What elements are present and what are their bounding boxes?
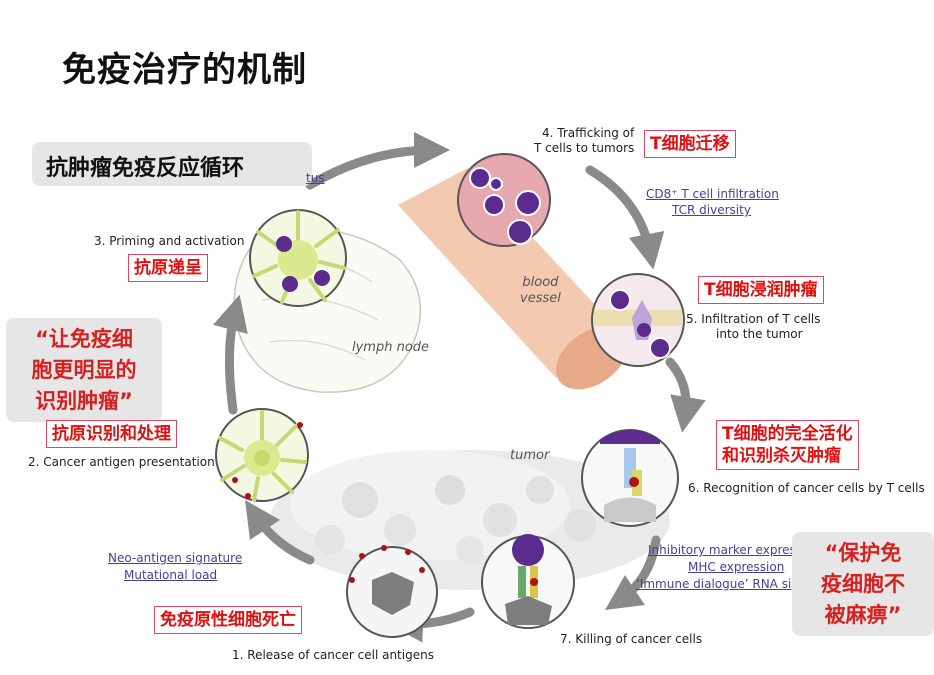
blood-vessel-label: blood vessel — [520, 275, 561, 307]
step-4-label: 4. Trafficking of T cells to tumors — [534, 126, 634, 156]
cycle-label: 抗肿瘤免疫反应循环 — [46, 156, 245, 181]
label-t-cell-infiltration: T细胞浸润肿瘤 — [698, 276, 824, 304]
step-circle-6 — [581, 429, 679, 527]
blood-vessel-label-line-2: vessel — [520, 291, 561, 306]
label-immunogenic-death: 免疫原性细胞死亡 — [154, 606, 302, 634]
note-inhibitory-marker: Inhibitory marker express — [648, 543, 803, 557]
lymph-node-label: lymph node — [352, 340, 430, 355]
blood-vessel-label-line-1: blood — [522, 275, 559, 290]
page-title: 免疫治疗的机制 — [62, 50, 307, 90]
quote-left-line-3: 识别肿瘤” — [35, 389, 133, 413]
tumor-label: tumor — [510, 448, 550, 463]
step-circle-2 — [215, 408, 309, 502]
step-5-label: 5. Infiltration of T cells into the tumo… — [686, 312, 821, 342]
quote-right-line-2: 疫细胞不 — [821, 572, 905, 596]
step-circle-4 — [457, 153, 551, 247]
step-5-line-1: 5. Infiltration of T cells — [686, 312, 821, 326]
quote-left-line-2: 胞更明显的 — [31, 358, 137, 382]
step-7-label: 7. Killing of cancer cells — [560, 632, 703, 646]
cycle-arrows — [213, 132, 706, 643]
quote-right-line-3: 被麻痹” — [824, 603, 902, 627]
label-t-cell-activation-line-2: 和识别杀灭肿瘤 — [722, 446, 841, 466]
step-2-label: 2. Cancer antigen presentation — [28, 455, 215, 469]
step-5-line-2: into the tumor — [716, 327, 803, 341]
note-neo-antigen: Neo-antigen signature — [108, 551, 243, 565]
step-circle-3 — [249, 209, 347, 307]
step-4-line-1: 4. Trafficking of — [542, 126, 635, 140]
quote-box-right: “保护免 疫细胞不 被麻痹” — [792, 532, 934, 636]
step-circle-7 — [481, 534, 575, 629]
note-rna: ‘Immune dialogue’ RNA sign — [636, 577, 807, 591]
label-t-cell-activation: T细胞的完全活化 和识别杀灭肿瘤 — [716, 420, 859, 470]
step-circle-1 — [346, 545, 438, 638]
label-antigen-presentation: 抗原递呈 — [128, 254, 208, 282]
note-obscured: tus — [306, 171, 325, 185]
quote-left-line-1: “让免疫细 — [35, 327, 133, 351]
label-t-cell-activation-line-1: T细胞的完全活化 — [722, 424, 853, 444]
note-cd8: CD8⁺ T cell infiltration — [646, 187, 779, 201]
note-mhc: MHC expression — [688, 560, 785, 574]
quote-box-left: “让免疫细 胞更明显的 识别肿瘤” — [6, 318, 162, 422]
label-antigen-recognition: 抗原识别和处理 — [46, 420, 177, 448]
step-3-label: 3. Priming and activation — [94, 234, 245, 248]
cycle-label-box: 抗肿瘤免疫反应循环 — [32, 142, 312, 186]
quote-right-line-1: “保护免 — [824, 541, 902, 565]
note-mutational-load: Mutational load — [124, 568, 218, 582]
label-t-cell-migration: T细胞迁移 — [644, 130, 736, 158]
step-4-line-2: T cells to tumors — [534, 141, 635, 155]
step-circle-5 — [591, 273, 685, 367]
step-6-label: 6. Recognition of cancer cells by T cell… — [688, 481, 925, 495]
note-tcr: TCR diversity — [672, 203, 751, 217]
step-1-label: 1. Release of cancer cell antigens — [232, 648, 434, 662]
